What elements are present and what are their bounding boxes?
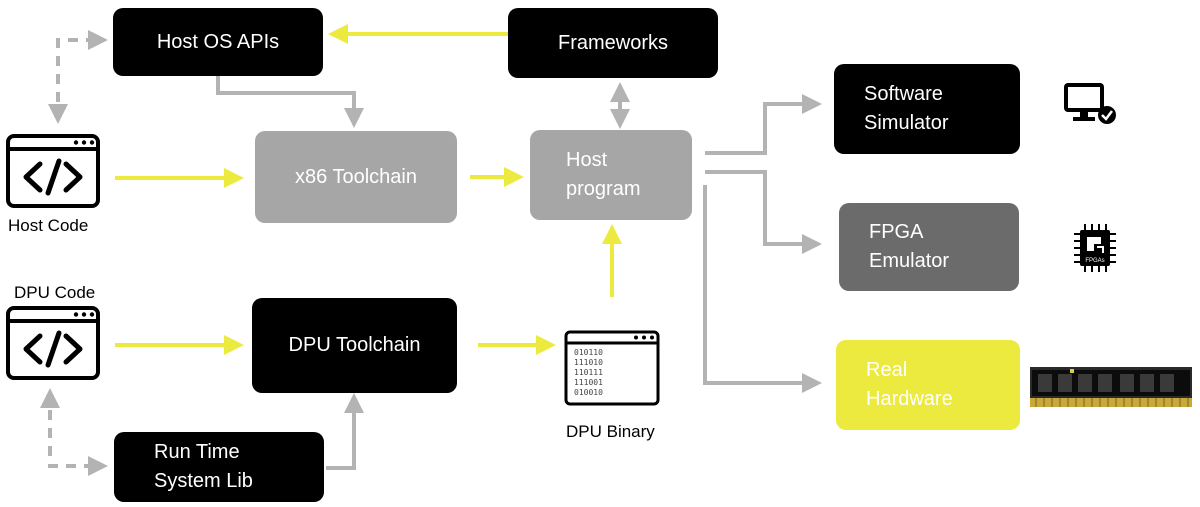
binary-line: 111001 xyxy=(574,378,603,387)
arrow-hostos-to-x86 xyxy=(216,76,364,128)
yellow-arrows xyxy=(115,24,622,355)
dashed-arrow-hostcode-hostos xyxy=(48,30,108,124)
fpga-chip-text: FPGAs xyxy=(1085,258,1104,264)
binary-line: 110111 xyxy=(574,368,603,377)
real-hardware-box: Real Hardware xyxy=(836,340,1020,430)
frameworks-box: Frameworks xyxy=(508,8,718,78)
host-code-label: Host Code xyxy=(8,216,89,235)
dashed-arrow-dpucode-runtime xyxy=(40,388,108,476)
x86-toolchain-box: x86 Toolchain xyxy=(255,131,457,223)
arrow-to-software-simulator xyxy=(705,94,822,155)
arrow-runtime-to-dputoolchain xyxy=(326,393,364,470)
dpu-code-label: DPU Code xyxy=(14,283,96,302)
runtime-lib-box: Run Time System Lib xyxy=(114,432,324,502)
host-os-apis-box: Host OS APIs xyxy=(113,8,323,76)
memory-module-icon xyxy=(1030,367,1192,407)
binary-line: 010110 xyxy=(574,348,603,357)
dpu-toolchain-box: DPU Toolchain xyxy=(252,298,457,393)
fpga-chip-icon: FPGAs xyxy=(1074,224,1116,272)
host-code-window-icon xyxy=(6,134,100,208)
dpu-binary-label: DPU Binary xyxy=(566,422,655,441)
arrow-to-fpga-emulator xyxy=(705,170,822,254)
dpu-code-window-icon xyxy=(6,306,100,380)
binary-file-icon: 010110 111010 110111 111001 010010 xyxy=(564,330,660,406)
fpga-emulator-box: FPGA Emulator xyxy=(839,203,1019,291)
host-program-box: Host program xyxy=(530,130,692,220)
arrow-to-real-hardware xyxy=(703,185,822,393)
binary-line: 010010 xyxy=(574,388,603,397)
grey-arrows xyxy=(40,30,822,476)
software-simulator-box: Software Simulator xyxy=(834,64,1020,154)
monitor-check-icon xyxy=(1064,83,1116,124)
binary-line: 111010 xyxy=(574,358,603,367)
